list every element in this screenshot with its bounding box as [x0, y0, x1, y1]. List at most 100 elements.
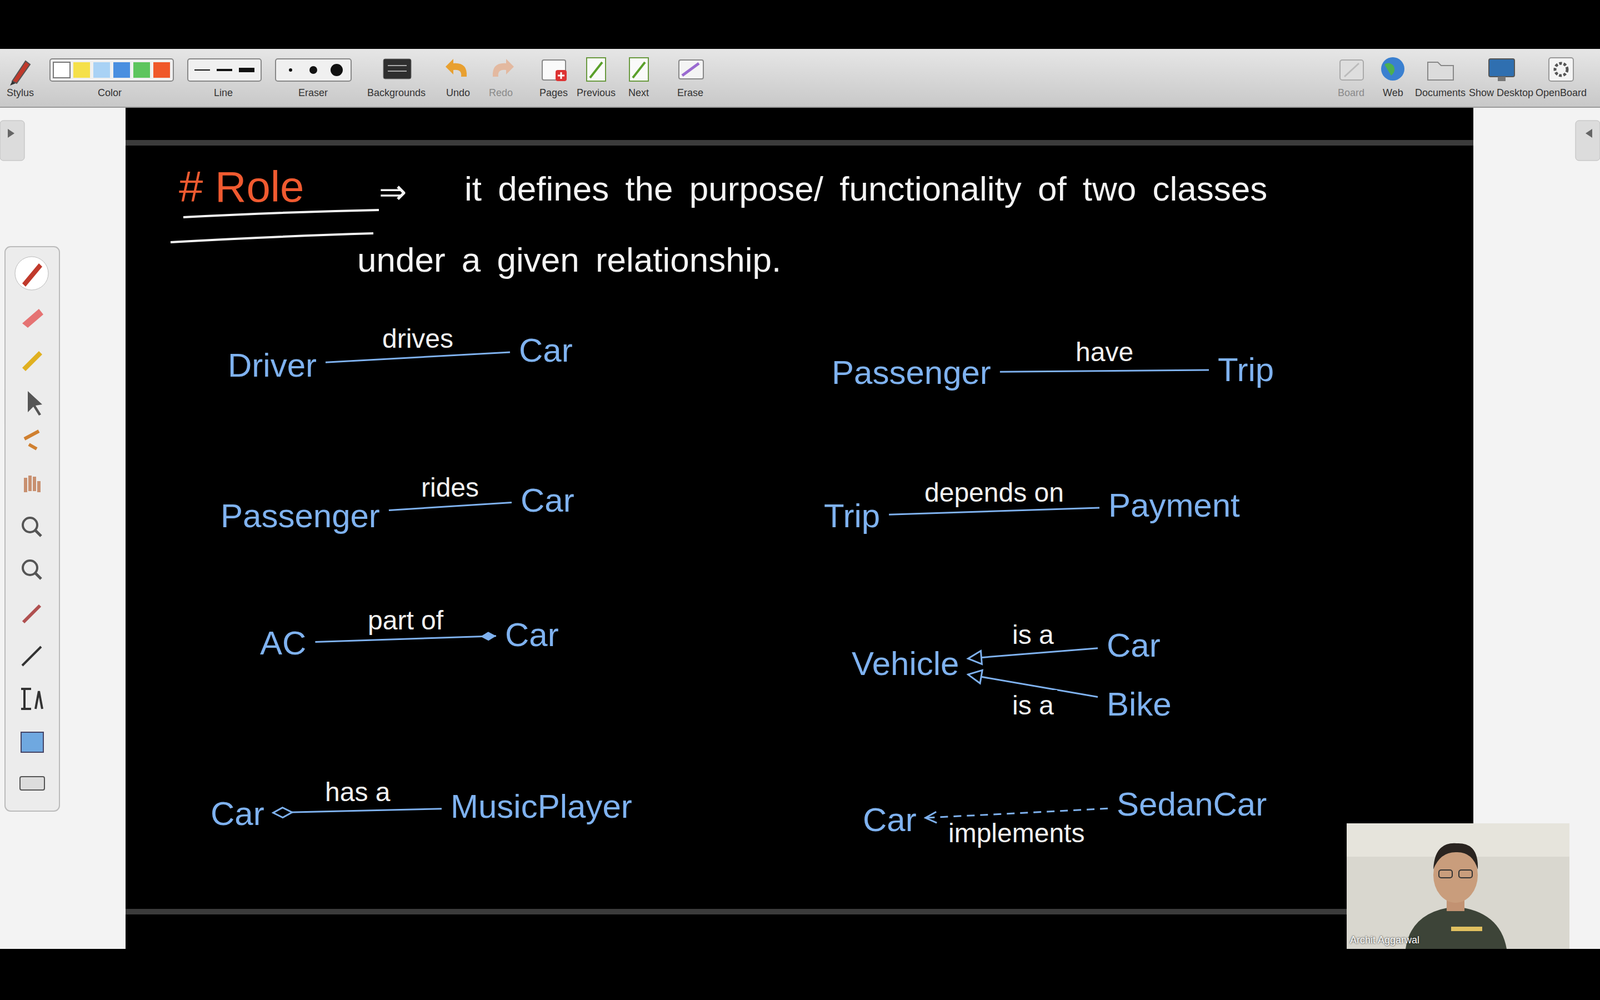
relationship-label: implements	[945, 817, 1088, 849]
color-picker	[50, 58, 174, 82]
top-bar	[0, 0, 1600, 49]
toolbar-label: Eraser	[298, 87, 328, 99]
erase-icon	[678, 60, 704, 79]
class-label: Driver	[227, 346, 317, 385]
toolbar-label: Web	[1382, 87, 1404, 99]
class-name: Driver	[222, 343, 323, 387]
relationship-line	[925, 808, 1108, 818]
class-name: Car	[513, 328, 579, 372]
class-label: Car	[1106, 626, 1161, 665]
toolbar-label: Color	[97, 87, 122, 99]
class-name: Car	[1101, 623, 1167, 667]
class-label: Passenger	[831, 353, 992, 392]
class-label: SedanCar	[1116, 785, 1267, 824]
relationship-label: depends on	[921, 477, 1068, 508]
class-label: Car	[210, 794, 265, 833]
board-icon	[1340, 60, 1364, 80]
class-label: Trip	[823, 496, 880, 535]
next-icon	[629, 57, 649, 82]
side-tab	[1575, 120, 1600, 161]
title-underline	[170, 233, 374, 243]
relationship-line	[315, 636, 497, 643]
class-label: Car	[518, 331, 573, 370]
stylus-icon	[10, 61, 30, 86]
class-label: Bike	[1106, 685, 1172, 724]
toolbar-label: Previous	[576, 87, 616, 99]
relationship-label: is a	[1008, 619, 1058, 650]
class-name: Car	[499, 613, 565, 657]
toolbar	[0, 48, 1600, 108]
side-tab	[0, 120, 25, 161]
relationship-label: is a	[1008, 690, 1058, 721]
relationship-line	[888, 507, 1100, 515]
line-width-picker	[187, 58, 262, 82]
relationship-label: has a	[321, 776, 394, 808]
class-label: Trip	[1217, 350, 1274, 389]
relationship-label: drives	[378, 323, 457, 354]
board-rule	[125, 908, 1474, 915]
toolbar-label: Undo	[446, 87, 470, 99]
class-name: Trip	[1212, 348, 1280, 392]
implies-arrow: ⇒	[378, 172, 407, 212]
class-label: Car	[520, 481, 575, 520]
class-name: Car	[515, 478, 580, 522]
toolbar-label: Redo	[488, 87, 513, 99]
side-tab-arrow	[1585, 128, 1593, 138]
backgrounds-icon	[383, 58, 412, 79]
tool-palette	[5, 246, 60, 812]
toolbar-label: Backgrounds	[367, 87, 426, 99]
class-name: Vehicle	[846, 642, 965, 685]
documents-icon	[1427, 62, 1454, 80]
class-name: Bike	[1101, 682, 1178, 726]
toolbar-label: Line	[213, 87, 233, 99]
toolbar-label: OpenBoard	[1535, 87, 1587, 99]
side-tab-arrow	[7, 128, 15, 138]
redo-icon	[492, 58, 514, 77]
pages-icon	[542, 60, 567, 82]
heading: # Role	[178, 162, 304, 213]
toolbar-label: Documents	[1415, 87, 1466, 99]
class-name: Passenger	[215, 494, 386, 538]
toolbar-label: Board	[1337, 87, 1365, 99]
class-label: Payment	[1108, 486, 1240, 525]
undo-icon	[445, 58, 467, 77]
show-desktop-icon	[1488, 58, 1515, 82]
class-label: MusicPlayer	[450, 787, 633, 826]
previous-icon	[586, 57, 606, 82]
toolbar-label: Erase	[677, 87, 704, 99]
class-name: Passenger	[826, 351, 997, 394]
openboard-icon	[1548, 57, 1574, 82]
relationship-line	[388, 502, 512, 511]
class-name: SedanCar	[1111, 782, 1273, 826]
class-name: AC	[254, 621, 312, 665]
relationship-line	[1000, 370, 1209, 372]
webcam-name: Archit Aggarwal	[1350, 934, 1420, 947]
toolbar-label: Next	[628, 87, 649, 99]
toolbar-label: Pages	[539, 87, 568, 99]
class-label: AC	[260, 623, 307, 663]
toolbar-label: Stylus	[6, 87, 34, 99]
class-name: Trip	[818, 494, 886, 538]
class-name: Car	[205, 792, 270, 835]
toolbar-border	[0, 106, 1600, 108]
bottom-bar	[0, 948, 1600, 1000]
webcam-feed	[1346, 823, 1570, 949]
class-name: Payment	[1102, 483, 1246, 527]
class-name: Car	[857, 798, 923, 842]
toolbar-label: Show Desktop	[1468, 87, 1534, 99]
eraser-picker	[275, 58, 352, 82]
class-label: Passenger	[220, 496, 380, 535]
class-label: Car	[505, 615, 559, 654]
relationship-label: part of	[364, 605, 447, 636]
class-label: Vehicle	[851, 644, 959, 683]
class-label: Car	[862, 800, 917, 839]
relationship-label: rides	[417, 472, 483, 503]
class-name: MusicPlayer	[445, 785, 638, 828]
relationship-label: have	[1072, 336, 1137, 368]
definition-text: it defines the purpose/ functionality of…	[357, 153, 1313, 296]
board-rule	[125, 140, 1474, 146]
web-icon	[1381, 57, 1405, 81]
board	[125, 107, 1474, 949]
relationship-line	[273, 808, 442, 813]
